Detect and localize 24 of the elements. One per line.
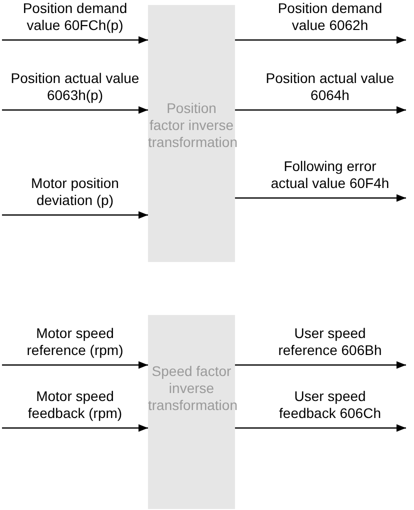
edge-label: Position demand value 6062h (276, 0, 384, 34)
arrow (235, 106, 406, 114)
arrow (235, 424, 406, 432)
arrow (2, 361, 148, 369)
edge-label: User speed reference 606Bh (277, 325, 383, 359)
edge-label: Position actual value 6064h (265, 70, 395, 104)
box-text: Speed factor inverse transformation (148, 363, 235, 414)
arrow (2, 424, 148, 432)
edge-label: Position demand value 60FCh(p) (22, 0, 128, 34)
edge-label: Motor speed feedback (rpm) (26, 388, 124, 422)
process-box (148, 315, 235, 509)
edge-label: Following error actual value 60F4h (270, 158, 390, 192)
arrow (2, 36, 148, 44)
edge-label: Motor speed reference (rpm) (26, 325, 124, 359)
arrow (235, 361, 406, 369)
edge-label: Position actual value 6063h(p) (10, 70, 140, 104)
edge-label: Motor position deviation (p) (30, 175, 120, 209)
box-text: Position factor inverse transformation (148, 100, 235, 151)
arrow (235, 36, 406, 44)
process-box (148, 5, 235, 262)
edge-label: User speed feedback 606Ch (278, 388, 382, 422)
arrow (2, 211, 148, 219)
arrow (235, 194, 406, 202)
arrow (2, 106, 148, 114)
